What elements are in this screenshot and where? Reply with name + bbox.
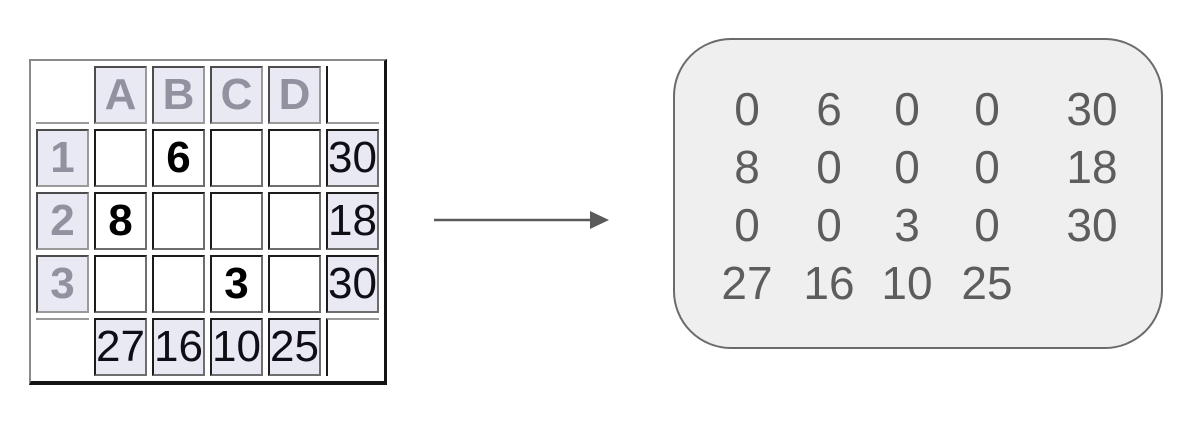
grid-cell-c1 [210,129,263,187]
row-sum-cell-3: 30 [326,255,379,313]
grid-row-1: 1 6 30 [36,129,379,187]
row-header-1: 1 [36,129,89,187]
matrix-value: 18 [1066,141,1118,193]
matrix-value: 10 [881,257,933,309]
matrix-value: 30 [1066,83,1118,135]
row-sum-cell-2: 18 [326,192,379,250]
column-sum-cell-b: 16 [152,318,205,376]
right-arrow-icon [434,211,609,229]
matrix-value: 16 [803,257,855,309]
column-header-d: D [268,66,321,124]
grid-cell-c2 [210,192,263,250]
grid-footer-row: 27 16 10 25 [36,318,379,376]
matrix-value: 0 [894,141,920,193]
matrix-value: 0 [974,141,1000,193]
grid-corner-cell [36,66,89,124]
matrix-value: 0 [974,83,1000,135]
grid-cell-a1 [94,129,147,187]
matrix-value: 0 [734,199,760,251]
matrix-value: 6 [816,83,842,135]
grid-cell-d3 [268,255,321,313]
grid-cell-c3: 3 [210,255,263,313]
matrix-value: 0 [816,199,842,251]
column-header-b: B [152,66,205,124]
transform-arrow [430,206,612,234]
matrix-value: 27 [721,257,773,309]
grid-row-2: 2 8 18 [36,192,379,250]
grid-cell-d2 [268,192,321,250]
grid-row-3: 3 3 30 [36,255,379,313]
grid-cell-a2: 8 [94,192,147,250]
matrix-value: 25 [961,257,1013,309]
matrix-value: 0 [734,83,760,135]
matrix-grid: 0 6 0 0 30 8 0 0 0 18 0 0 3 0 30 27 16 1… [703,80,1157,312]
grid-cell-b3 [152,255,205,313]
grid-header-row: A B C D [36,66,379,124]
column-sum-cell-a: 27 [94,318,147,376]
grid-cell-a3 [94,255,147,313]
matrix-value: 8 [734,141,760,193]
matrix-panel: 0 6 0 0 30 8 0 0 0 18 0 0 3 0 30 27 16 1… [673,38,1163,349]
grid-corner-cell [36,318,89,376]
matrix-value: 0 [894,83,920,135]
grid-corner-cell [326,66,379,124]
column-header-a: A [94,66,147,124]
column-header-c: C [210,66,263,124]
grid-corner-cell [326,318,379,376]
matrix-value: 0 [974,199,1000,251]
grid-cell-d1 [268,129,321,187]
row-header-2: 2 [36,192,89,250]
row-header-3: 3 [36,255,89,313]
matrix-value: 30 [1066,199,1118,251]
column-sum-cell-c: 10 [210,318,263,376]
row-sum-cell-1: 30 [326,129,379,187]
matrix-value: 0 [816,141,842,193]
matrix-value: 3 [894,199,920,251]
grid-cell-b1: 6 [152,129,205,187]
column-sum-cell-d: 25 [268,318,321,376]
sum-grid-table: A B C D 1 6 30 2 8 18 3 3 30 [29,59,387,385]
grid-cell-b2 [152,192,205,250]
